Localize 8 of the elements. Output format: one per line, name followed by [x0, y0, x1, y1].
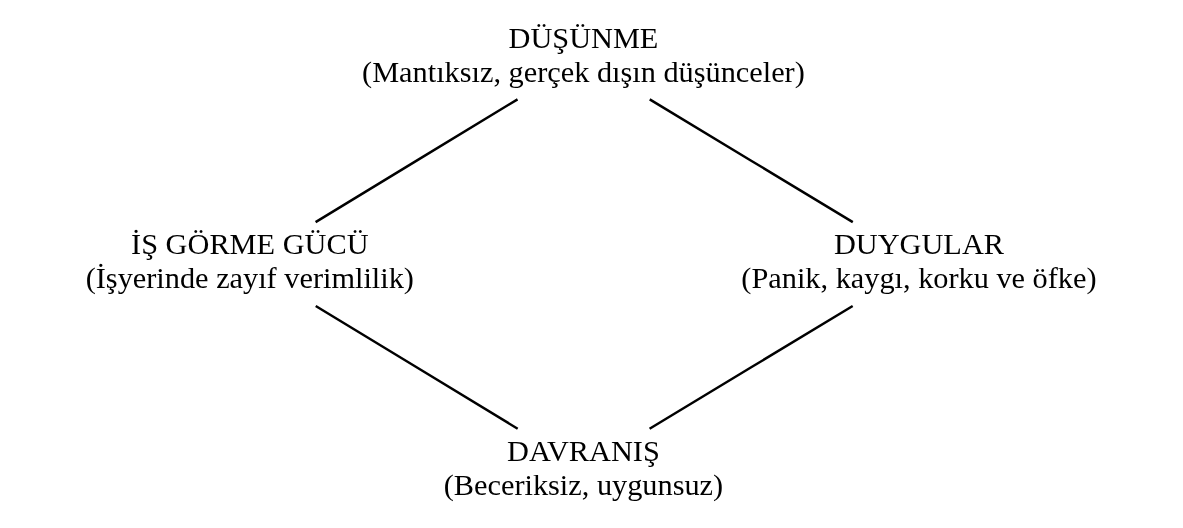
- connector: [649, 98, 854, 224]
- node-text: DAVRANIŞ (Beceriksiz, uygunsuz): [443, 433, 724, 502]
- node-text: İŞ GÖRME GÜCÜ (İşyerinde zayıf verimlilik): [85, 227, 414, 296]
- node-text: DÜŞÜNME (Mantıksız, gerçek dışın düşünceler): [362, 20, 805, 89]
- connector: [314, 98, 519, 224]
- connector: [315, 304, 519, 430]
- node-text: DUYGULAR (Panik, kaygı, korku ve öfke): [741, 227, 1097, 296]
- connector: [648, 304, 854, 430]
